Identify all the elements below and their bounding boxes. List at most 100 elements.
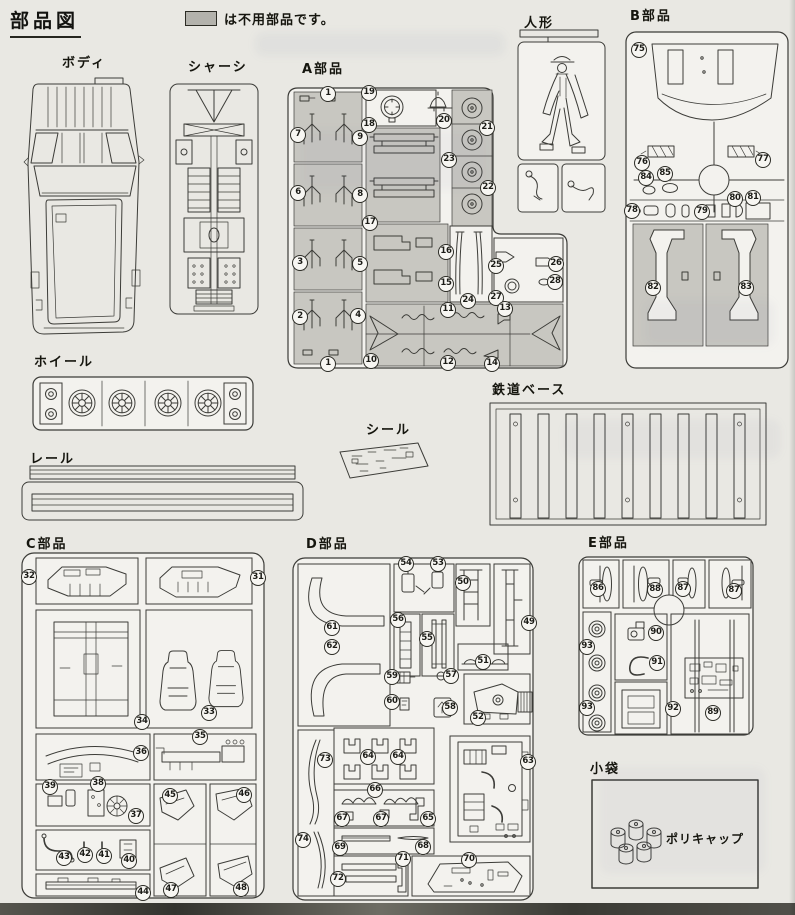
wheels-sprue [32, 376, 254, 431]
part-balloon-a-14: 14 [484, 356, 500, 372]
part-balloon-c-40: 40 [121, 853, 137, 869]
section-label-sprue-a: A部品 [302, 62, 345, 77]
section-label-wheels: ホイール [34, 355, 95, 370]
part-balloon-e-87: 87 [675, 581, 691, 597]
part-balloon-d-70: 70 [461, 852, 477, 868]
section-label-rail: レール [30, 452, 76, 467]
part-balloon-d-68: 68 [415, 839, 431, 855]
exhaust-pipes [308, 577, 385, 717]
part-balloon-b-77: 77 [755, 152, 771, 168]
part-balloon-e-93: 93 [579, 700, 595, 716]
section-label-seal: シール [366, 423, 412, 438]
part-balloon-e-92: 92 [665, 701, 681, 717]
part-balloon-a-8: 8 [352, 187, 368, 203]
sprue-d [292, 557, 534, 901]
part-balloon-c-46: 46 [236, 787, 252, 803]
part-balloon-b-83: 83 [738, 280, 754, 296]
part-balloon-c-42: 42 [77, 847, 93, 863]
part-balloon-a-17: 17 [362, 215, 378, 231]
unused-parts-legend-text: は不用部品です。 [224, 13, 335, 28]
section-label-chassis: シャーシ [188, 60, 248, 75]
part-balloon-d-53: 53 [430, 556, 446, 572]
polycap-label: ポリキャップ [666, 832, 745, 846]
part-balloon-e-86: 86 [590, 581, 606, 597]
part-balloon-d-71: 71 [395, 851, 411, 867]
scan-edge-shadow [789, 0, 795, 915]
part-balloon-d-64: 64 [390, 749, 406, 765]
part-balloon-c-43: 43 [56, 850, 72, 866]
part-balloon-a-1: 1 [320, 86, 336, 102]
part-balloon-a-5: 5 [352, 256, 368, 272]
section-label-sprue-e: E部品 [588, 536, 629, 551]
bag-drawing [591, 779, 759, 889]
part-balloon-a-13: 13 [497, 301, 513, 317]
section-label-sprue-d: D部品 [306, 537, 349, 552]
part-balloon-e-93: 93 [579, 639, 595, 655]
chassis-drawing [169, 83, 259, 315]
part-balloon-a-20: 20 [436, 113, 452, 129]
part-balloon-e-90: 90 [648, 625, 664, 641]
floor-part [53, 621, 129, 717]
part-balloon-a-19: 19 [361, 85, 377, 101]
part-balloon-b-79: 79 [694, 204, 710, 220]
part-balloon-a-26: 26 [548, 256, 564, 272]
part-balloon-d-59: 59 [384, 669, 400, 685]
part-balloon-d-55: 55 [419, 631, 435, 647]
section-label-body: ボディ [62, 56, 107, 71]
part-balloon-a-15: 15 [438, 276, 454, 292]
scan-edge-strip [0, 903, 795, 915]
part-balloon-a-10: 10 [363, 353, 379, 369]
section-label-figure: 人形 [524, 16, 555, 31]
part-balloon-a-22: 22 [480, 180, 496, 196]
part-balloon-b-78: 78 [624, 203, 640, 219]
section-label-bag: 小袋 [590, 762, 621, 777]
part-balloon-b-82: 82 [645, 280, 661, 296]
flux-panel-part [684, 619, 744, 733]
part-balloon-b-75: 75 [631, 42, 647, 58]
part-balloon-d-62: 62 [324, 639, 340, 655]
part-balloon-c-39: 39 [42, 779, 58, 795]
part-balloon-d-51: 51 [475, 654, 491, 670]
sprue-e [578, 556, 754, 736]
part-balloon-b-85: 85 [657, 166, 673, 182]
part-balloon-e-89: 89 [705, 705, 721, 721]
part-balloon-c-48: 48 [233, 881, 249, 897]
rail-drawing [21, 465, 304, 521]
part-balloon-d-64: 64 [360, 749, 376, 765]
part-balloon-d-74: 74 [295, 832, 311, 848]
part-balloon-d-49: 49 [521, 615, 537, 631]
part-balloon-d-56: 56 [390, 612, 406, 628]
body-drawing [23, 77, 145, 335]
part-balloon-a-12: 12 [440, 355, 456, 371]
part-balloon-a-23: 23 [441, 152, 457, 168]
part-balloon-c-37: 37 [128, 808, 144, 824]
part-balloon-c-31: 31 [250, 570, 266, 586]
clock-part [380, 95, 404, 123]
part-balloon-c-32: 32 [21, 569, 37, 585]
part-balloon-d-61: 61 [324, 620, 340, 636]
part-balloon-d-73: 73 [317, 752, 333, 768]
part-balloon-a-25: 25 [488, 258, 504, 274]
part-balloon-d-60: 60 [384, 694, 400, 710]
part-balloon-a-3: 3 [292, 255, 308, 271]
part-balloon-d-66: 66 [367, 782, 383, 798]
page-title: 部品図 [10, 6, 82, 38]
part-balloon-d-69: 69 [332, 840, 348, 856]
section-label-rail-base: 鉄道ベース [492, 383, 567, 398]
part-balloon-d-52: 52 [470, 710, 486, 726]
part-balloon-c-41: 41 [96, 848, 112, 864]
part-balloon-d-72: 72 [330, 871, 346, 887]
part-balloon-c-34: 34 [134, 714, 150, 730]
section-label-sprue-c: C部品 [26, 537, 68, 552]
part-balloon-d-58: 58 [442, 700, 458, 716]
part-balloon-c-33: 33 [201, 705, 217, 721]
part-balloon-a-1: 1 [320, 356, 336, 372]
part-balloon-a-2: 2 [292, 309, 308, 325]
section-label-sprue-b: B部品 [630, 9, 672, 24]
part-balloon-e-87: 87 [726, 583, 742, 599]
part-balloon-b-76: 76 [634, 155, 650, 171]
blower-part [473, 683, 533, 720]
part-balloon-d-67: 67 [334, 811, 350, 827]
